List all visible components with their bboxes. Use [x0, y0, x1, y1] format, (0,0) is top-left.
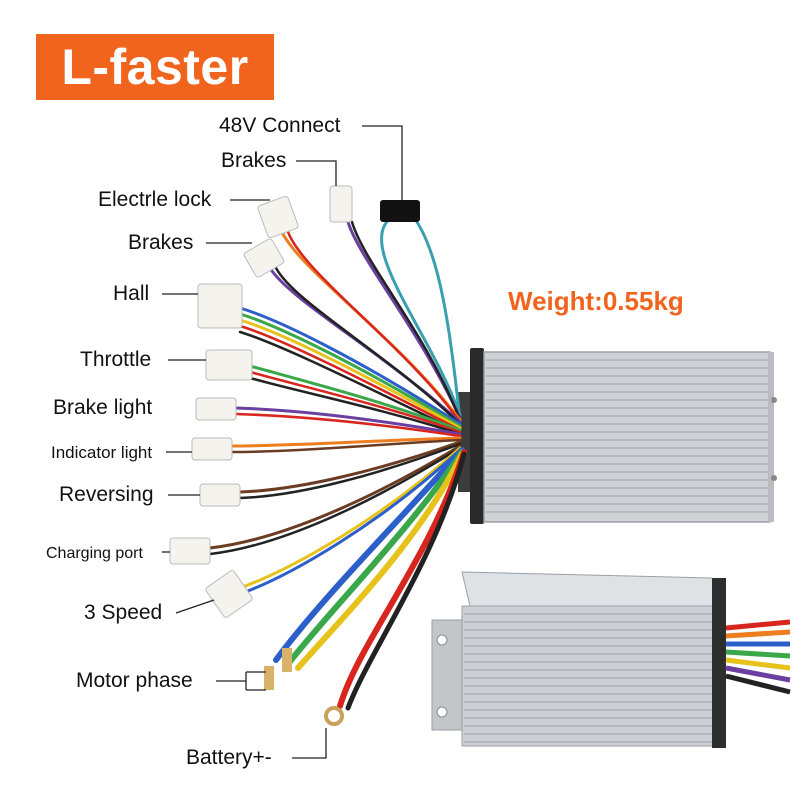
connector-lock — [257, 195, 299, 239]
weight-label: Weight:0.55kg — [508, 286, 684, 316]
connector-indicator — [191, 437, 233, 461]
heatsink-top-lower — [461, 571, 723, 611]
controller-lower — [431, 571, 791, 748]
heatsink-housing-lower — [461, 605, 717, 747]
mount-hole — [436, 706, 448, 718]
label-charging-port: Charging port — [46, 545, 143, 562]
wire-stubs-lower — [725, 619, 791, 695]
connector-hall — [197, 283, 243, 329]
leader-lines — [162, 125, 403, 759]
label-throttle: Throttle — [80, 348, 152, 371]
label-battery: Battery+- — [186, 746, 272, 769]
end-plate-upper — [768, 352, 774, 522]
screw — [771, 475, 777, 481]
label-48v-connect: 48V Connect — [219, 114, 341, 137]
end-cap-lower — [712, 578, 726, 748]
connector-charging — [169, 537, 211, 565]
battery-ring-terminal — [324, 706, 344, 726]
terminal-phase — [264, 666, 274, 690]
connector-throttle — [205, 349, 253, 381]
heatsink-housing-upper — [483, 351, 771, 523]
connector-3speed — [205, 570, 253, 618]
label-brakes: Brakes — [128, 231, 194, 254]
connector-reversing — [199, 483, 241, 507]
connector-48v — [380, 200, 420, 222]
label-electric-lock: Electrle lock — [98, 188, 212, 211]
controller-upper — [458, 348, 777, 524]
connectors — [169, 185, 420, 726]
end-cap-upper — [470, 348, 484, 524]
screw — [771, 397, 777, 403]
heatsink-fins-lower — [464, 613, 714, 743]
connector-brake-light — [195, 397, 237, 421]
label-3-speed: 3 Speed — [84, 601, 163, 624]
terminal-phase — [282, 648, 292, 672]
heatsink-fins-upper — [486, 359, 768, 513]
mount-hole — [436, 634, 448, 646]
connector-brakes — [243, 238, 285, 278]
label-brakes-top: Brakes — [221, 149, 287, 172]
connector-brakes-top — [329, 185, 353, 223]
label-hall: Hall — [113, 282, 150, 305]
label-brake-light: Brake light — [53, 396, 153, 419]
label-reversing: Reversing — [59, 483, 154, 506]
brand-logo: L-faster — [36, 34, 274, 100]
wire-harness — [208, 213, 467, 711]
label-indicator-light: Indicator light — [51, 443, 153, 462]
label-motor-phase: Motor phase — [76, 669, 193, 692]
